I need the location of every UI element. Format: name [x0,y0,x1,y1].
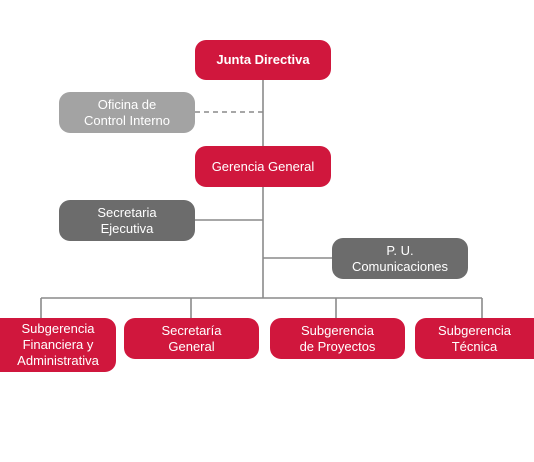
node-gerencia-general-label: Gerencia General [211,158,315,174]
node-subgerencia-financiera: Subgerencia Financiera y Administrativa [0,318,116,372]
node-pu-comunicaciones-line-1: P. U. [386,242,414,258]
node-oficina-control-interno-line-1: Oficina de [97,96,157,112]
node-subgerencia-financiera-line-1: Subgerencia [21,321,95,336]
node-secretaria-ejecutiva-line-2: Ejecutiva [100,220,154,236]
node-subgerencia-proyectos-line-1: Subgerencia [301,322,374,338]
node-subgerencia-proyectos: Subgerencia de Proyectos [270,318,405,359]
node-secretaria-general-line-1: Secretaría [161,322,222,338]
node-secretaria-general: Secretaría General [124,318,259,359]
node-subgerencia-tecnica: Subgerencia Técnica [415,318,534,359]
node-pu-comunicaciones-line-2: Comunicaciones [351,258,449,274]
node-subgerencia-proyectos-line-2: de Proyectos [299,338,376,354]
node-subgerencia-financiera-line-2: Financiera y [22,337,94,352]
node-secretaria-general-line-2: General [168,338,215,354]
node-secretaria-ejecutiva: Secretaria Ejecutiva [59,200,195,241]
node-junta-directiva: Junta Directiva [195,40,331,80]
node-subgerencia-financiera-line-3: Administrativa [17,353,99,368]
node-subgerencia-tecnica-line-2: Técnica [451,338,498,354]
node-oficina-control-interno-line-2: Control Interno [84,112,170,128]
node-gerencia-general: Gerencia General [195,146,331,187]
node-oficina-control-interno: Oficina de Control Interno [59,92,195,133]
node-pu-comunicaciones: P. U. Comunicaciones [332,238,468,279]
node-subgerencia-tecnica-line-1: Subgerencia [438,322,511,338]
node-junta-directiva-label: Junta Directiva [216,52,310,67]
node-secretaria-ejecutiva-line-1: Secretaria [97,204,157,220]
